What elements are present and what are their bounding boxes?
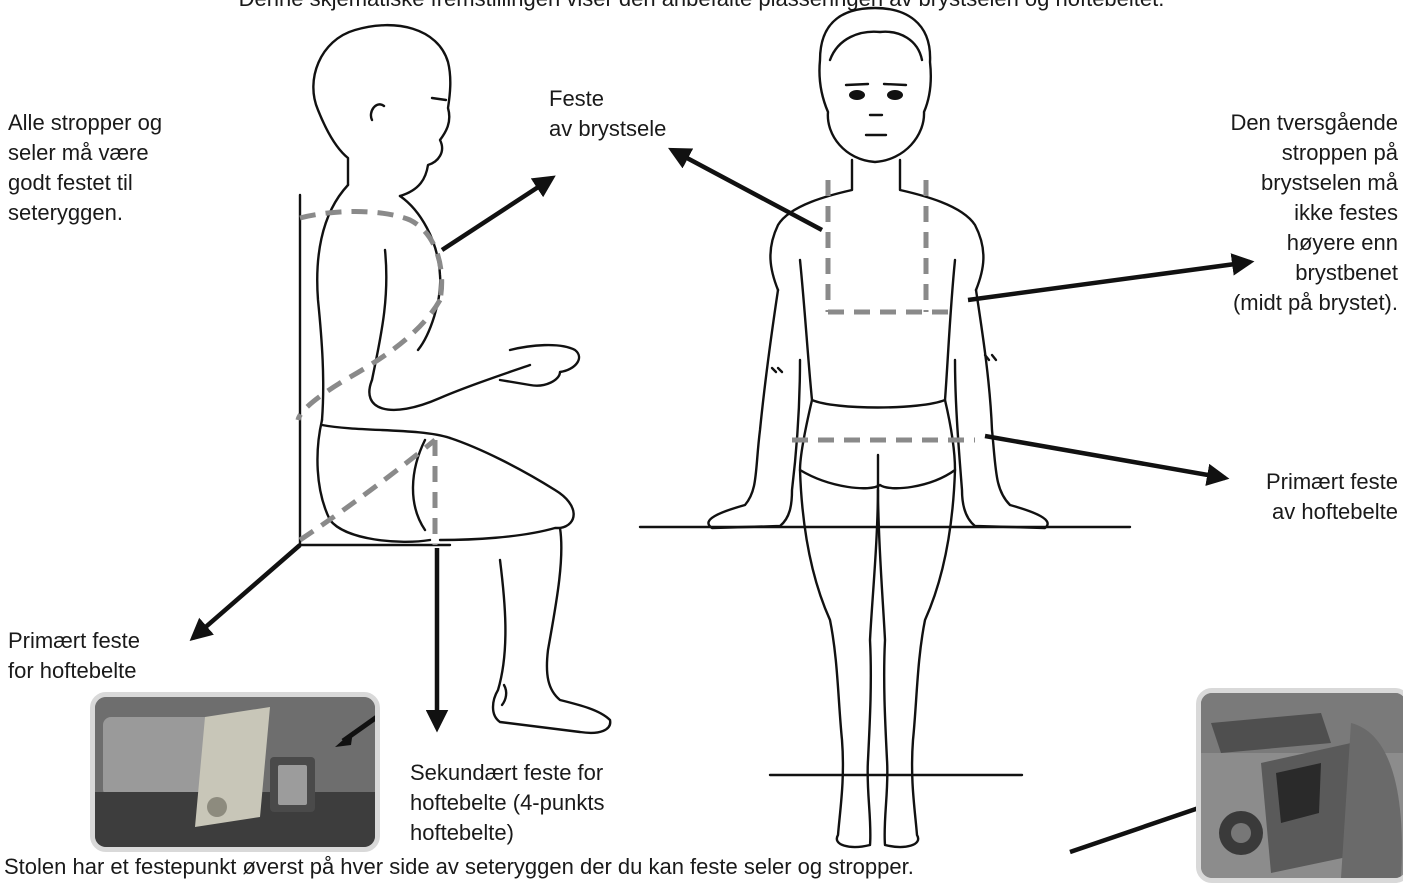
label-line: hoftebelte (4-punkts [410,788,604,818]
label-line: for hoftebelte [8,656,140,686]
label-line: stroppen på [1230,138,1398,168]
label-line: Feste [549,84,666,114]
backrest-attachment-photo-icon [1196,688,1403,883]
label-line: av brystsele [549,114,666,144]
label-line: Den tversgående [1230,108,1398,138]
label-primary-hip-belt-right: Primært feste av hoftebelte [1266,467,1398,527]
label-all-straps: Alle stropper og seler må være godt fest… [8,108,162,228]
label-line: hoftebelte) [410,818,604,848]
label-line: brystbenet [1230,258,1398,288]
label-cross-strap: Den tversgående stroppen på brystselen m… [1230,108,1398,318]
label-line: Primært feste [8,626,140,656]
label-line: seteryggen. [8,198,162,228]
label-line: Sekundært feste for [410,758,604,788]
label-chest-harness-attachment: Feste av brystsele [549,84,666,144]
label-line: høyere enn [1230,228,1398,258]
label-line: av hoftebelte [1266,497,1398,527]
seated-child-front-view-icon [640,8,1130,847]
label-line: godt festet til [8,168,162,198]
label-line: ikke festes [1230,198,1398,228]
label-line: brystselen må [1230,168,1398,198]
label-line: Alle stropper og [8,108,162,138]
label-primary-hip-belt-left: Primært feste for hoftebelte [8,626,140,686]
label-line: Primært feste [1266,467,1398,497]
label-secondary-hip-belt: Sekundært feste for hoftebelte (4-punkts… [410,758,604,848]
belt-buckle-photo-icon [90,692,380,852]
label-line: seler må være [8,138,162,168]
label-line: (midt på brystet). [1230,288,1398,318]
